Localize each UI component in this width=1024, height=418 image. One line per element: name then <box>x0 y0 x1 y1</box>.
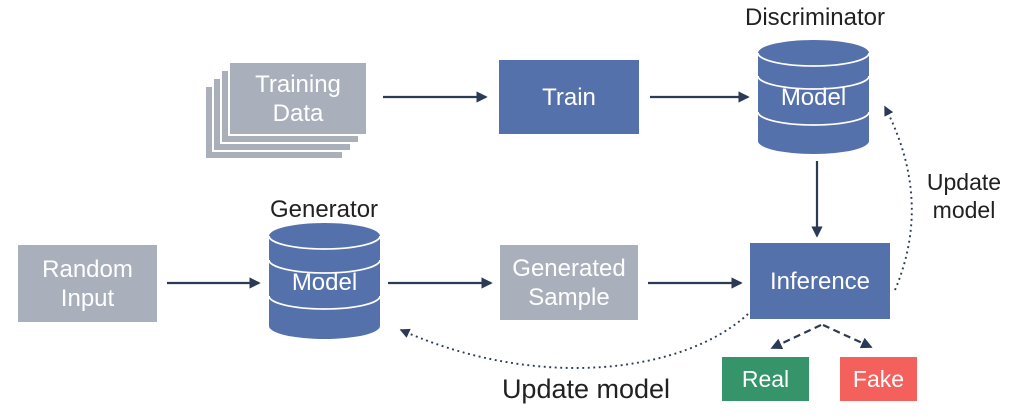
update-model-generator-annotation: Update model <box>501 374 671 404</box>
generator-model-label: Model <box>291 269 358 296</box>
inference-node: Inference <box>750 243 890 319</box>
random-input-label: Random Input <box>42 255 133 312</box>
arrow-inference-to-real <box>770 324 822 350</box>
generator-title: Generator <box>269 196 379 223</box>
training-data-node: Training Data <box>228 61 368 136</box>
arrow-update-discriminator-model <box>884 105 913 291</box>
training-data-label: Training Data <box>255 70 341 127</box>
discriminator-model-label: Model <box>780 84 847 111</box>
train-label: Train <box>542 83 596 111</box>
fake-label: Fake <box>852 365 905 392</box>
fake-node: Fake <box>840 357 917 401</box>
discriminator-title: Discriminator <box>744 4 885 31</box>
update-model-discriminator-annotation: Update model <box>926 169 1002 223</box>
discriminator-database-icon <box>757 40 870 154</box>
generator-database-icon <box>268 223 381 339</box>
random-input-node: Random Input <box>18 245 157 322</box>
arrow-inference-to-fake <box>822 324 873 349</box>
real-node: Real <box>722 357 809 401</box>
real-label: Real <box>741 365 790 392</box>
arrow-update-generator-model <box>399 313 749 369</box>
train-node: Train <box>499 60 639 134</box>
generated-sample-label: Generated Sample <box>512 254 626 311</box>
generated-sample-node: Generated Sample <box>500 245 638 320</box>
inference-label: Inference <box>769 267 871 295</box>
